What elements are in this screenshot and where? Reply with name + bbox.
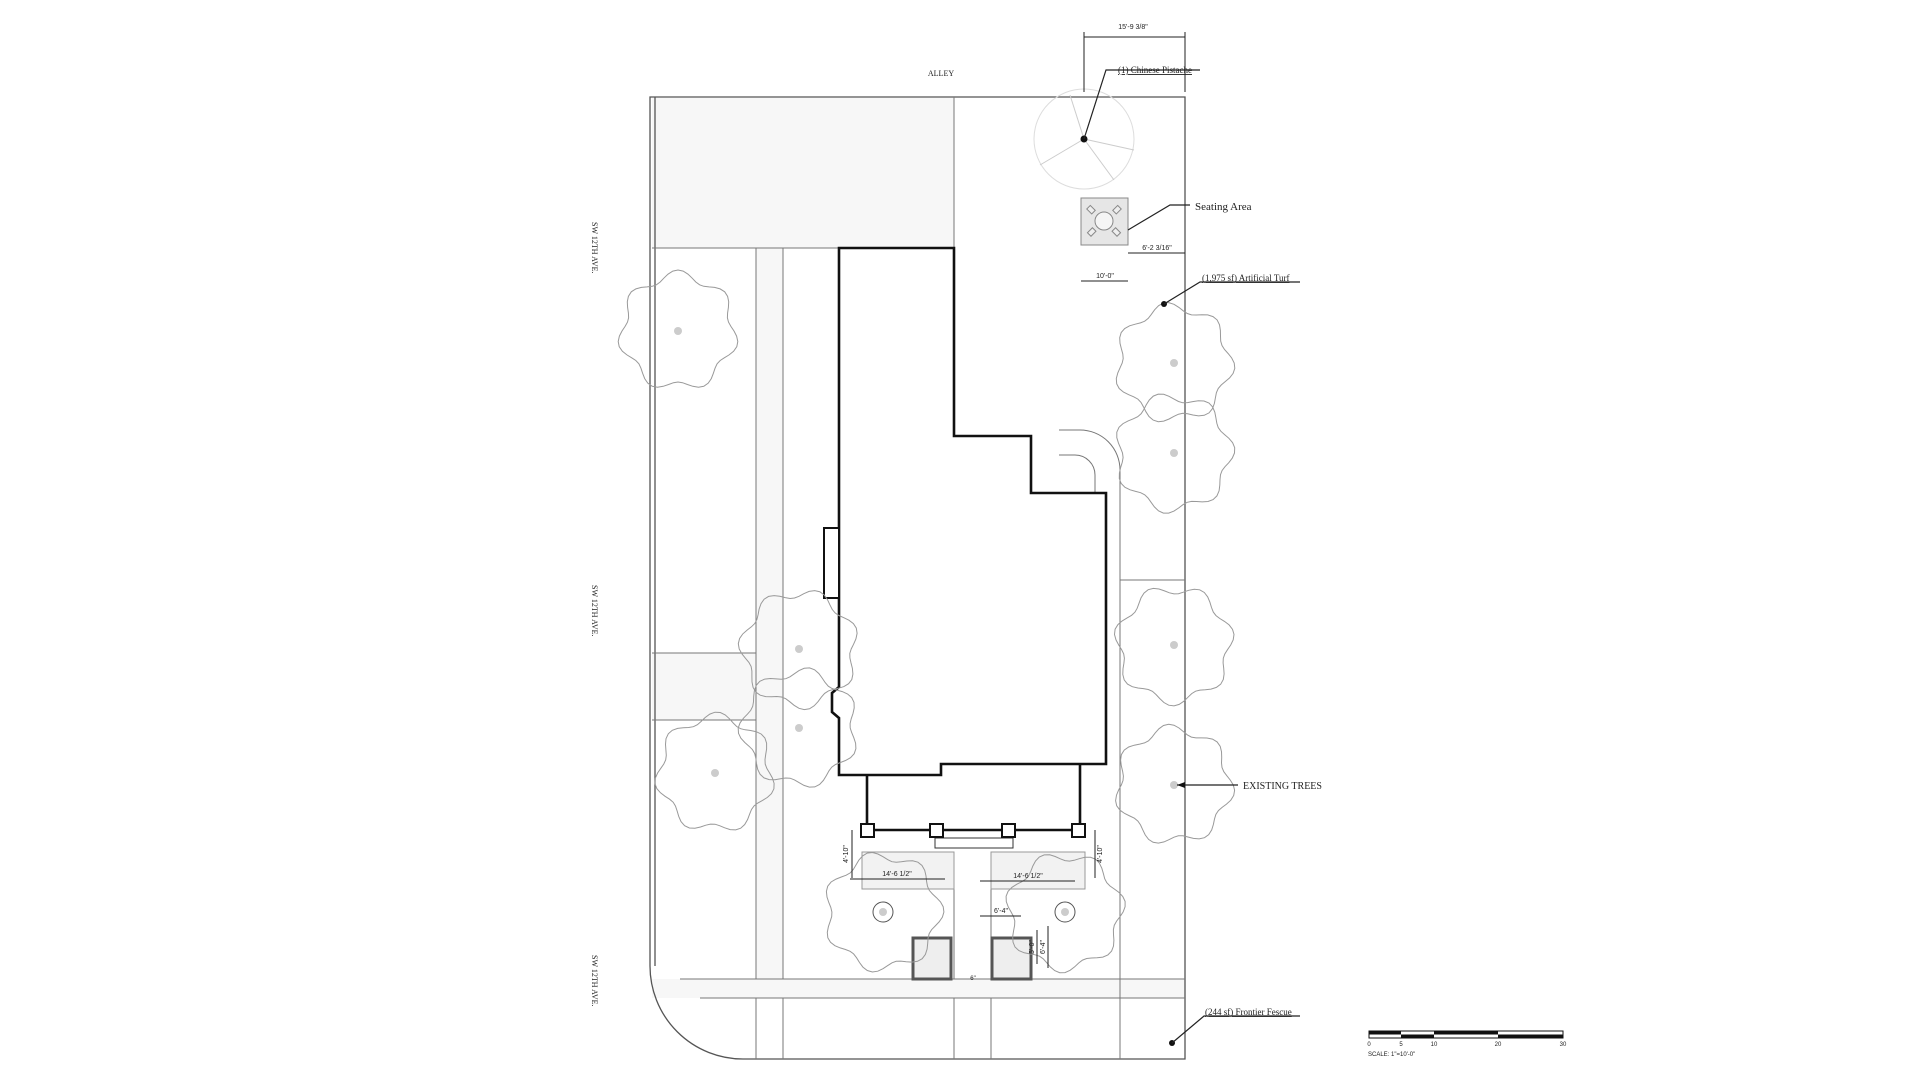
svg-text:0: 0 bbox=[1367, 1042, 1371, 1048]
dim-pistache: 15'-9 3/8" bbox=[1118, 24, 1148, 31]
scale-label: SCALE: 1"=10'-0" bbox=[1368, 1052, 1415, 1058]
callout-existing-trees: EXISTING TREES bbox=[1177, 781, 1322, 792]
tree-canopy bbox=[825, 851, 945, 973]
lot-boundary bbox=[649, 96, 1186, 1060]
street-label-2: SW 12TH AVE. bbox=[590, 585, 599, 637]
dim-bed-left: 14'-6 1/2" bbox=[882, 871, 912, 878]
svg-text:10: 10 bbox=[1431, 1042, 1438, 1048]
tree-canopy bbox=[1116, 393, 1236, 514]
callout-frontier-fescue: (244 sf) Frontier Fescue bbox=[1169, 1007, 1300, 1046]
turf-area-west bbox=[652, 653, 756, 720]
tree-trunk bbox=[674, 327, 682, 335]
dimensions: 15'-9 3/8" 6'-2 3/16" 10'-0" 4'-10" 4'-1… bbox=[843, 24, 1186, 982]
svg-text:30: 30 bbox=[1560, 1042, 1567, 1048]
porch-bed-left bbox=[861, 851, 955, 890]
dim-planter-inner: 5'-0" bbox=[1029, 940, 1036, 954]
dim-planter-gap: 6" bbox=[970, 976, 975, 982]
seating-area bbox=[1080, 197, 1129, 246]
alley-label: ALLEY bbox=[928, 69, 954, 78]
dim-planter-outer: 6'-4" bbox=[1040, 940, 1047, 954]
existing-trees bbox=[617, 269, 1236, 974]
dim-seating-offset: 6'-2 3/16" bbox=[1142, 245, 1172, 252]
dim-bed-right: 14'-6 1/2" bbox=[1013, 873, 1043, 880]
tree-trunk-ring bbox=[1054, 901, 1076, 923]
tree-trunk-ring bbox=[872, 901, 894, 923]
svg-text:(1) Chinese Pistache: (1) Chinese Pistache bbox=[1118, 65, 1192, 75]
svg-text:Seating Area: Seating Area bbox=[1195, 201, 1252, 213]
tree-trunk bbox=[1170, 449, 1178, 457]
tree-canopy bbox=[654, 711, 775, 831]
dim-porch-right: 4'-10" bbox=[1097, 845, 1104, 863]
svg-text:(244 sf) Frontier Fescue: (244 sf) Frontier Fescue bbox=[1205, 1007, 1292, 1017]
porch bbox=[860, 764, 1086, 849]
svg-text:EXISTING TREES: EXISTING TREES bbox=[1243, 781, 1322, 792]
callout-artificial-turf: (1,975 sf) Artificial Turf bbox=[1161, 273, 1300, 307]
planter-box-right bbox=[990, 936, 1033, 981]
tree-trunk bbox=[1170, 359, 1178, 367]
callout-seating-area: Seating Area bbox=[1127, 201, 1252, 231]
porch-bed-right bbox=[990, 851, 1086, 890]
front-walk-strip bbox=[652, 979, 1185, 998]
side-walk-strip bbox=[756, 248, 783, 979]
tree-canopy bbox=[1115, 723, 1236, 844]
svg-text:20: 20 bbox=[1495, 1042, 1502, 1048]
house-footprint bbox=[830, 246, 1108, 777]
tree-trunk bbox=[711, 769, 719, 777]
chimney bbox=[823, 527, 840, 599]
street-label-1: SW 12TH AVE. bbox=[590, 222, 599, 274]
tree-canopy bbox=[617, 269, 739, 388]
tree-trunk bbox=[879, 908, 887, 916]
tree-trunk bbox=[1170, 641, 1178, 649]
dim-porch-left: 4'-10" bbox=[843, 845, 850, 863]
svg-text:5: 5 bbox=[1399, 1042, 1403, 1048]
tree-canopy bbox=[737, 590, 858, 711]
scale-bar: 0 5 10 20 30 SCALE: 1"=10'-0" bbox=[1367, 1030, 1567, 1058]
dim-seating-width: 10'-0" bbox=[1096, 273, 1114, 280]
callout-chinese-pistache: (1) Chinese Pistache bbox=[1083, 65, 1200, 140]
tree-trunk bbox=[795, 724, 803, 732]
turf-area-northwest bbox=[652, 98, 954, 248]
planter-box-left bbox=[911, 936, 953, 981]
street-label-3: SW 12TH AVE. bbox=[590, 955, 599, 1007]
tree-canopy bbox=[1113, 587, 1235, 707]
tree-canopy bbox=[1115, 302, 1236, 423]
tree-trunk bbox=[1170, 781, 1178, 789]
hardscape-lines bbox=[652, 97, 1185, 1059]
svg-text:(1,975 sf) Artificial Turf: (1,975 sf) Artificial Turf bbox=[1202, 273, 1290, 283]
tree-canopy bbox=[737, 667, 857, 788]
tree-trunk bbox=[795, 645, 803, 653]
dim-planter-width: 6'-4" bbox=[994, 908, 1008, 915]
tree-trunk bbox=[1061, 908, 1069, 916]
